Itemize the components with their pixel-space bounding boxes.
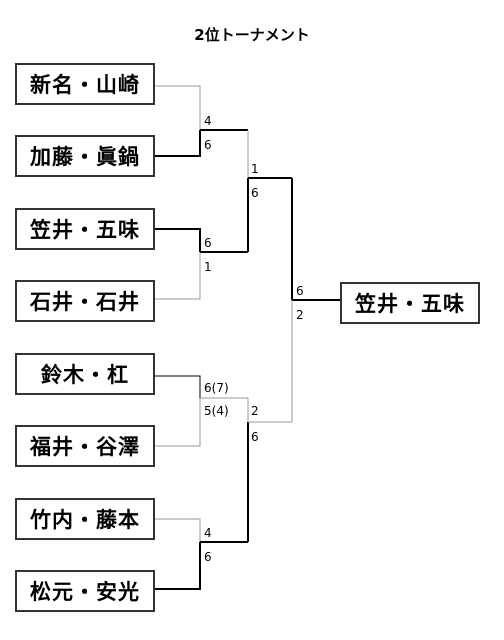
score-sf1-top: 1 <box>251 162 259 176</box>
score-r1m4-top: 4 <box>204 526 212 540</box>
score-final-bottom: 2 <box>296 308 304 322</box>
team-box-8: 松元・安光 <box>15 570 155 612</box>
team-box-3: 笠井・五味 <box>15 208 155 250</box>
score-r1m1-top: 4 <box>204 114 212 128</box>
bracket-line-r1m1-top <box>155 85 248 131</box>
page-title: 2位トーナメント <box>194 26 310 44</box>
bracket-line-r1m2-bottom <box>155 252 201 300</box>
team-box-5: 鈴木・杠 <box>15 353 155 395</box>
score-final-top: 6 <box>296 284 304 298</box>
score-r1m4-bottom: 6 <box>204 550 212 564</box>
team-box-1: 新名・山崎 <box>15 63 155 105</box>
bracket-line-r1m2-top <box>155 228 201 252</box>
bracket-line-r1m3-bottom <box>155 398 201 447</box>
score-r1m3-bottom: 5(4) <box>204 404 229 418</box>
score-r1m1-bottom: 6 <box>204 138 212 152</box>
score-r1m2-top: 6 <box>204 236 212 250</box>
bracket-line-r1m3-top <box>155 375 201 398</box>
score-sf1-bottom: 6 <box>251 186 259 200</box>
score-sf2-top: 2 <box>251 404 259 418</box>
team-box-4: 石井・石井 <box>15 280 155 322</box>
score-r1m3-top: 6(7) <box>204 381 229 395</box>
bracket-line-r1m4-top <box>155 518 201 542</box>
team-box-2: 加藤・眞鍋 <box>15 135 155 177</box>
bracket-line-r1m4-bottom <box>155 542 201 590</box>
team-box-6: 福井・谷澤 <box>15 425 155 467</box>
score-r1m2-bottom: 1 <box>204 260 212 274</box>
team-box-7: 竹内・藤本 <box>15 498 155 540</box>
winner-box: 笠井・五味 <box>340 282 480 324</box>
score-sf2-bottom: 6 <box>251 430 259 444</box>
bracket-line-r1m1-bottom <box>155 130 201 157</box>
